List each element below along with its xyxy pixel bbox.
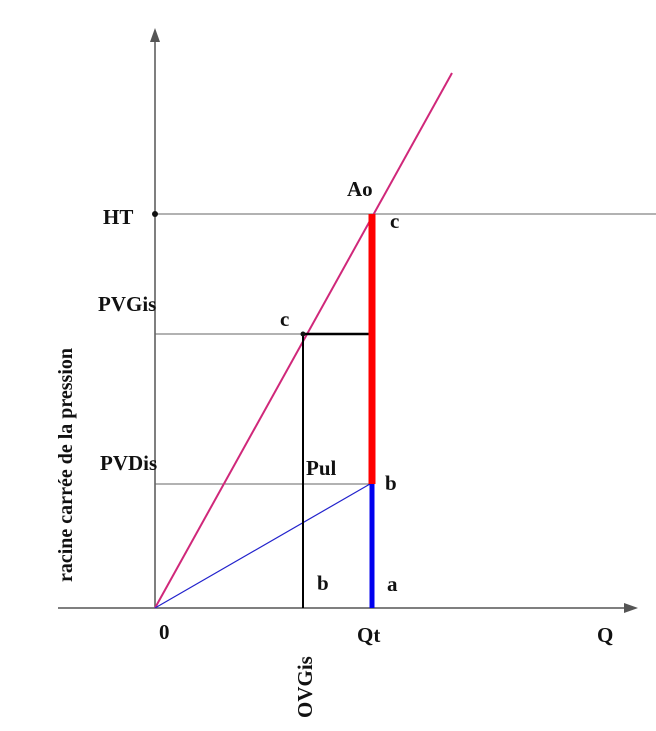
label-c-top: c	[390, 209, 399, 233]
ht-point	[152, 211, 158, 217]
thin-blue-line	[154, 483, 371, 609]
label-pvgis: PVGis	[98, 292, 156, 316]
label-pul: Pul	[306, 456, 337, 480]
y-axis-title: racine carrée de la pression	[55, 348, 77, 582]
label-origin: 0	[159, 620, 170, 644]
label-pvdis: PVDis	[100, 451, 157, 475]
label-c-mid: c	[280, 307, 289, 331]
label-b-bottom: b	[317, 571, 329, 595]
label-ovgis: OVGis	[293, 656, 317, 718]
label-qt: Qt	[357, 623, 380, 647]
label-q: Q	[597, 623, 613, 647]
label-ao: Ao	[347, 177, 373, 201]
x-axis-arrow	[624, 603, 638, 613]
label-b-right: b	[385, 471, 397, 495]
label-ht: HT	[103, 205, 133, 229]
label-a: a	[387, 572, 398, 596]
y-axis-arrow	[150, 28, 160, 42]
c-mid-point	[300, 331, 306, 337]
